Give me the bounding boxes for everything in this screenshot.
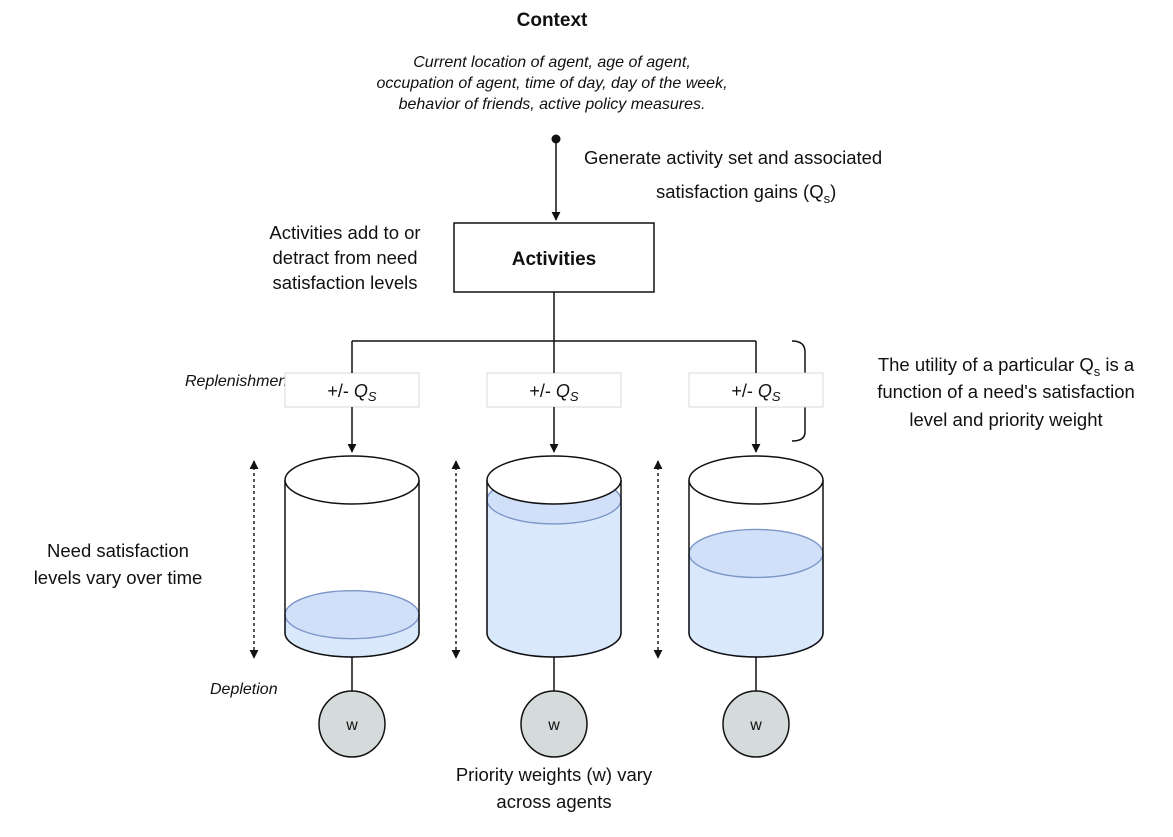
priority-weight-label-3: w	[749, 717, 762, 734]
priority-weight-label-1: w	[345, 717, 358, 734]
need-cylinder-bottom-3	[688, 632, 824, 658]
context-line-2: occupation of agent, time of day, day of…	[376, 75, 727, 92]
context-line-1: Current location of agent, age of agent,	[413, 54, 691, 71]
context-line-3: behavior of friends, active policy measu…	[399, 96, 706, 113]
need-levels-note-line-1: Need satisfaction	[47, 540, 189, 561]
need-levels-note-line-2: levels vary over time	[34, 567, 203, 588]
need-fill-surface-3	[688, 528, 824, 579]
need-cylinder-bottom-1	[284, 632, 420, 658]
activities-note-line-3: satisfaction levels	[273, 272, 418, 293]
priority-weight-circle-3	[722, 690, 790, 758]
activities-label: Activities	[512, 249, 596, 270]
activities-box	[453, 222, 655, 293]
need-cylinder-top-2	[486, 455, 622, 505]
replenishment-label: Replenishment	[185, 373, 292, 390]
priority-weight-label-2: w	[547, 717, 560, 734]
generate-label-line-1: Generate activity set and associated	[584, 147, 882, 168]
priority-note-line-1: Priority weights (w) vary	[456, 764, 653, 785]
qs-label-2: +/- QS	[529, 381, 579, 404]
priority-weight-circle-1	[318, 690, 386, 758]
depletion-label: Depletion	[210, 681, 278, 698]
need-fill-surface-1	[284, 589, 420, 640]
context-title: Context	[517, 10, 588, 31]
priority-weight-circle-2	[520, 690, 588, 758]
generate-label-line-2: satisfaction gains (Qs)	[656, 181, 836, 206]
need-columns: +/- QS w +/- QS w +/- QS w	[249, 341, 824, 758]
qs-label-1: +/- QS	[327, 381, 377, 404]
qs-label-3: +/- QS	[731, 381, 781, 404]
utility-note-line-2: function of a need's satisfaction	[877, 381, 1135, 402]
qs-box-2	[486, 372, 622, 408]
utility-note-line-1: The utility of a particular Qs is a	[878, 354, 1135, 379]
connector-origin-dot	[551, 134, 561, 144]
need-cylinder-top-1	[284, 455, 420, 505]
activities-note-line-2: detract from need	[273, 247, 418, 268]
activities-note-line-1: Activities add to or	[269, 222, 420, 243]
priority-note-line-2: across agents	[496, 791, 611, 812]
need-cylinder-top-3	[688, 455, 824, 505]
utility-note-line-3: level and priority weight	[909, 409, 1102, 430]
need-cylinder-bottom-2	[486, 632, 622, 658]
qs-box-3	[688, 372, 824, 408]
